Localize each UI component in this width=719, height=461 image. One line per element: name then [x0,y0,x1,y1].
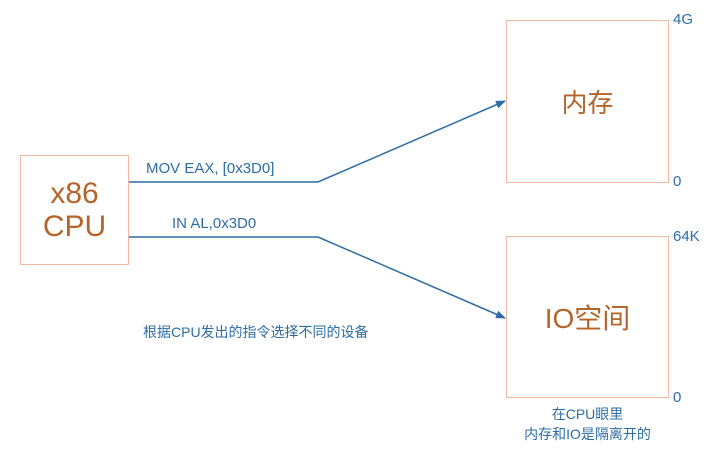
io-label: IO空间 [544,303,631,334]
cpu-label: CPU [42,210,107,243]
arrow-to-io [129,236,506,319]
memory-top-address: 4G [673,11,694,28]
arrow-to-memory [129,100,506,183]
io-space-box: IO空间 [506,236,669,398]
memory-bottom-address: 0 [673,173,682,190]
io-top-address: 64K [673,228,700,245]
in-instruction-label: IN AL,0x3D0 [172,215,257,232]
memory-label: 内存 [561,88,614,118]
cpu-label-arch: x86 [50,177,99,210]
mov-instruction-label: MOV EAX, [0x3D0] [146,160,275,177]
selection-note: 根据CPU发出的指令选择不同的设备 [143,324,369,340]
io-bottom-address: 0 [673,389,682,406]
memory-box: 内存 [506,20,669,183]
isolation-note-line2: 内存和IO是隔离开的 [524,426,651,442]
isolation-note-line1: 在CPU眼里 [551,406,624,422]
